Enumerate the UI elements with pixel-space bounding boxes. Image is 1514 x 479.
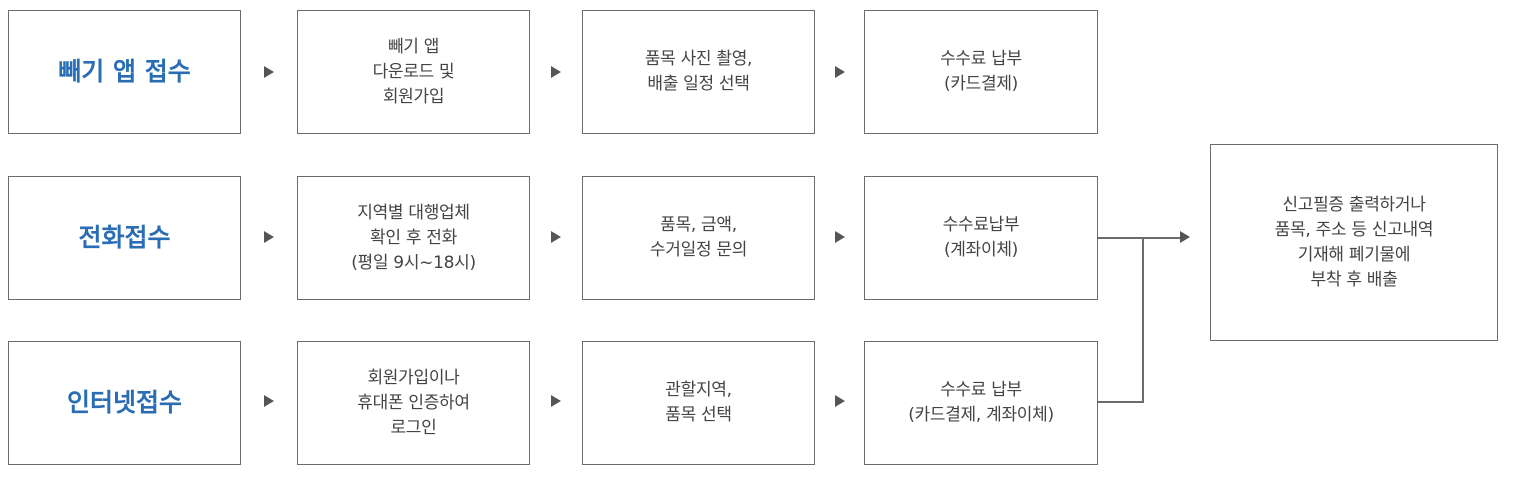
arrow-icon: [551, 395, 561, 407]
arrow-icon: [551, 231, 561, 243]
step-label-internet-1: 회원가입이나 휴대폰 인증하여 로그인: [357, 367, 470, 438]
step-box-phone-3: 수수료납부 (계좌이체): [864, 176, 1098, 300]
arrow-icon: [835, 66, 845, 78]
connector-line-row3: [1098, 401, 1143, 403]
connector-line-vertical: [1142, 237, 1144, 403]
arrow-icon: [264, 395, 274, 407]
channel-label-app: 빼기 앱 접수: [58, 57, 191, 86]
step-box-internet-3: 수수료 납부 (카드결제, 계좌이체): [864, 341, 1098, 465]
arrow-icon: [1180, 231, 1190, 243]
step-box-internet-1: 회원가입이나 휴대폰 인증하여 로그인: [297, 341, 530, 465]
arrow-icon: [551, 66, 561, 78]
step-label-internet-2: 관할지역, 품목 선택: [665, 380, 732, 425]
arrow-icon: [264, 66, 274, 78]
channel-box-phone: 전화접수: [8, 176, 241, 300]
channel-label-phone: 전화접수: [78, 223, 171, 252]
step-label-internet-3: 수수료 납부 (카드결제, 계좌이체): [908, 380, 1054, 425]
step-box-internet-2: 관할지역, 품목 선택: [582, 341, 815, 465]
final-step-box: 신고필증 출력하거나 품목, 주소 등 신고내역 기재해 폐기물에 부착 후 배…: [1210, 144, 1498, 341]
step-label-phone-2: 품목, 금액, 수거일정 문의: [649, 215, 748, 260]
arrow-icon: [835, 395, 845, 407]
final-step-label: 신고필증 출력하거나 품목, 주소 등 신고내역 기재해 폐기물에 부착 후 배…: [1274, 194, 1434, 290]
channel-box-internet: 인터넷접수: [8, 341, 241, 465]
arrow-icon: [835, 231, 845, 243]
step-box-app-1: 빼기 앱 다운로드 및 회원가입: [297, 10, 530, 134]
connector-line-row2: [1098, 237, 1180, 239]
step-label-app-2: 품목 사진 촬영, 배출 일정 선택: [644, 49, 753, 94]
arrow-icon: [264, 231, 274, 243]
step-label-phone-1: 지역별 대행업체 확인 후 전화 (평일 9시~18시): [351, 202, 476, 273]
channel-label-internet: 인터넷접수: [66, 388, 182, 417]
step-label-app-1: 빼기 앱 다운로드 및 회원가입: [372, 36, 455, 107]
step-box-app-2: 품목 사진 촬영, 배출 일정 선택: [582, 10, 815, 134]
step-box-phone-1: 지역별 대행업체 확인 후 전화 (평일 9시~18시): [297, 176, 530, 300]
channel-box-app: 빼기 앱 접수: [8, 10, 241, 134]
step-label-phone-3: 수수료납부 (계좌이체): [942, 215, 1020, 260]
step-box-phone-2: 품목, 금액, 수거일정 문의: [582, 176, 815, 300]
step-box-app-3: 수수료 납부 (카드결제): [864, 10, 1098, 134]
step-label-app-3: 수수료 납부 (카드결제): [940, 49, 1022, 94]
